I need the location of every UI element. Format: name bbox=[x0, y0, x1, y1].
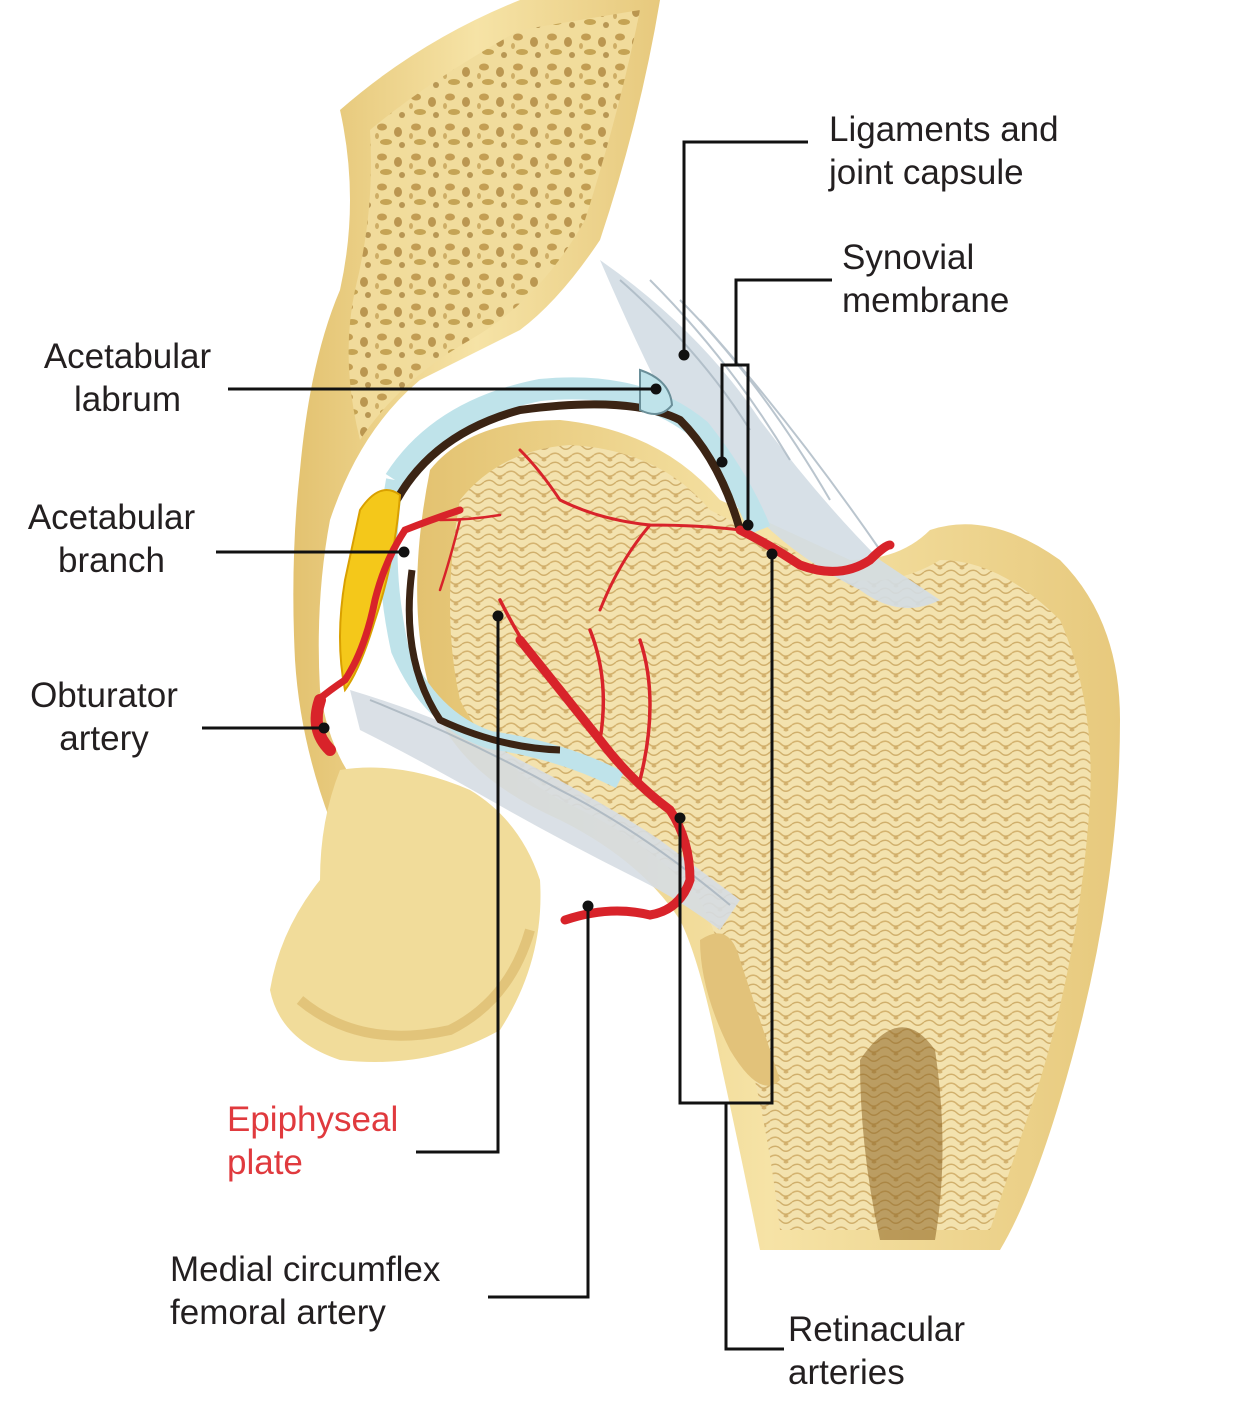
label-line: Medial circumflex bbox=[170, 1250, 441, 1289]
pelvis-bone bbox=[270, 0, 660, 1062]
leader-epiphyseal bbox=[416, 616, 500, 1154]
label-acetabular-labrum: Acetabular labrum bbox=[30, 335, 225, 421]
label-line: Obturator bbox=[30, 676, 178, 715]
label-line: Ligaments and bbox=[829, 110, 1059, 149]
femur-bone bbox=[417, 420, 1121, 1250]
label-retinacular-arteries: Retinacular arteries bbox=[788, 1308, 965, 1394]
leader-lines bbox=[202, 140, 832, 1351]
leader-synovial bbox=[720, 278, 832, 525]
label-obturator-artery: Obturator artery bbox=[14, 674, 194, 760]
label-line: artery bbox=[59, 719, 149, 758]
label-line: Retinacular bbox=[788, 1310, 966, 1349]
label-line: femoral artery bbox=[170, 1293, 386, 1332]
leader-retinacular bbox=[678, 554, 784, 1351]
fat-pad bbox=[339, 489, 402, 693]
label-line: Acetabular bbox=[43, 337, 212, 376]
label-line: arteries bbox=[788, 1353, 905, 1392]
label-synovial-membrane: Synovial membrane bbox=[842, 236, 1009, 322]
label-line: joint capsule bbox=[829, 153, 1024, 192]
leader-medial-circumflex bbox=[488, 906, 590, 1299]
label-line: labrum bbox=[74, 380, 181, 419]
label-acetabular-branch: Acetabular branch bbox=[14, 496, 209, 582]
label-ligaments-joint-capsule: Ligaments and joint capsule bbox=[829, 108, 1059, 194]
label-line: Acetabular bbox=[27, 498, 196, 537]
leader-dots bbox=[318, 349, 778, 912]
label-line: membrane bbox=[842, 281, 1010, 320]
leader-ligaments bbox=[682, 140, 808, 355]
label-epiphyseal-plate: Epiphyseal plate bbox=[227, 1098, 398, 1184]
label-line: branch bbox=[57, 541, 166, 580]
label-line: Epiphyseal bbox=[227, 1100, 399, 1139]
label-line: Synovial bbox=[842, 238, 975, 277]
label-medial-circumflex-femoral-artery: Medial circumflex femoral artery bbox=[170, 1248, 440, 1334]
label-line: plate bbox=[227, 1143, 303, 1182]
